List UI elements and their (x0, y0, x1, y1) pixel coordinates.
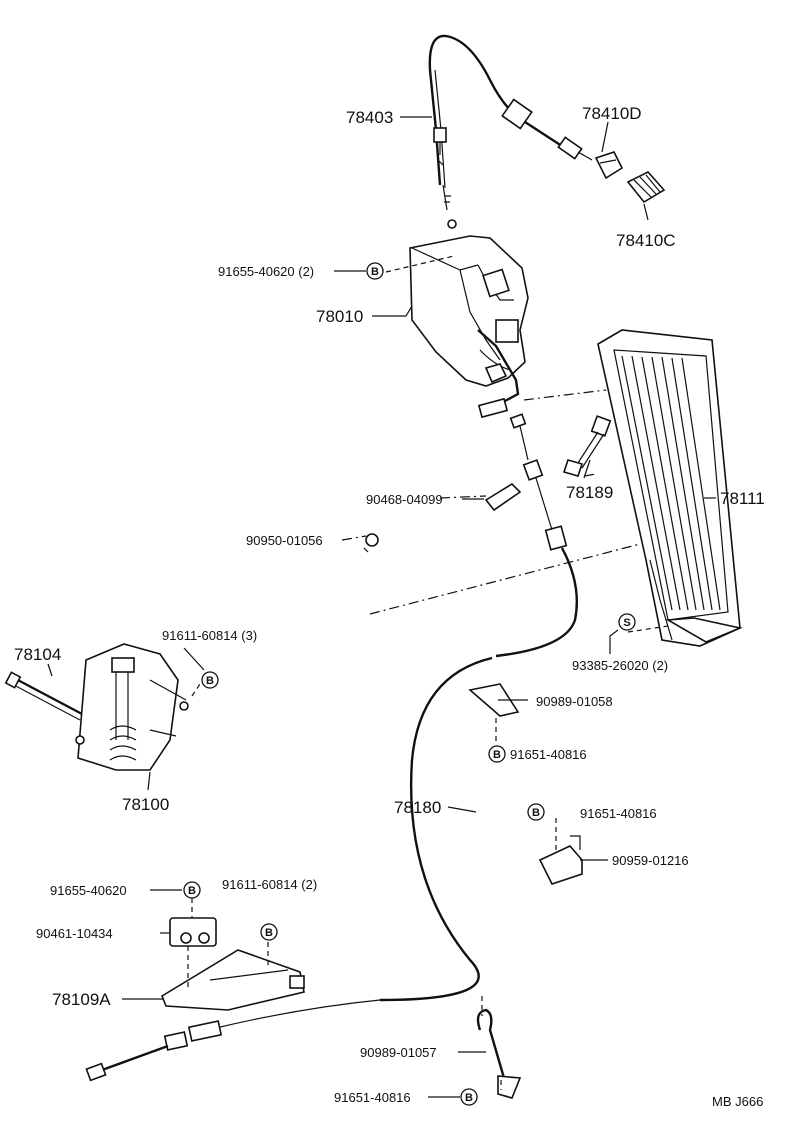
part-90950-01056 (363, 533, 379, 553)
label-90989-01057: 90989-01057 (360, 1045, 437, 1060)
label-90468-04099: 90468-04099 (366, 492, 443, 507)
part-78189-bolt (562, 415, 612, 477)
footer-code: MB J666 (712, 1094, 763, 1109)
part-78410C-cap (626, 171, 666, 204)
label-91611-60814-3: 91611-60814 (3) (162, 628, 257, 643)
svg-text:B: B (188, 885, 196, 897)
svg-text:B: B (265, 927, 273, 939)
label-78010: 78010 (316, 307, 363, 326)
svg-text:B: B (371, 266, 379, 278)
label-90461-10434: 90461-10434 (36, 926, 113, 941)
part-90959-01216-bracket (538, 835, 583, 885)
part-90989-01058-bracket (468, 683, 520, 717)
label-91651-40816-a: 91651-40816 (510, 747, 587, 762)
label-78180: 78180 (394, 798, 441, 817)
part-78111-pedal-pad (597, 329, 743, 647)
label-78403: 78403 (346, 108, 393, 127)
label-78109A: 78109A (52, 990, 111, 1009)
part-90461-10434-clamp (169, 917, 217, 947)
label-78410C: 78410C (616, 231, 676, 250)
label-78100: 78100 (122, 795, 169, 814)
label-90989-01058: 90989-01058 (536, 694, 613, 709)
s-screw-badge: S (618, 613, 636, 631)
svg-text:B: B (465, 1092, 473, 1104)
b-bolt-badge: B (527, 803, 545, 821)
part-78100-assembly (75, 643, 189, 771)
b-bolt-badge: B (488, 745, 506, 763)
label-78104: 78104 (14, 645, 61, 664)
leader-lines (47, 116, 716, 1098)
label-90959-01216: 90959-01216 (612, 853, 689, 868)
part-90468-04099-clip (484, 482, 522, 512)
part-78180-cable (85, 413, 578, 1082)
b-bolt-badge: B (366, 262, 384, 280)
label-93385-26020-2: 93385-26020 (2) (572, 658, 668, 673)
part-78010-bracket (409, 235, 529, 419)
svg-text:B: B (493, 749, 501, 761)
label-91611-60814-2: 91611-60814 (2) (222, 877, 317, 892)
svg-text:B: B (532, 807, 540, 819)
guide-lines (187, 255, 669, 1090)
upper-cable (428, 34, 593, 229)
label-91651-40816-c: 91651-40816 (334, 1090, 411, 1105)
part-labels: 78403 78410D 78410C 91655-40620 (2) 7801… (14, 104, 765, 1109)
part-78104-rod (4, 671, 83, 721)
b-bolt-badge: B (201, 671, 219, 689)
part-78109A-bracket (161, 949, 305, 1011)
label-78189: 78189 (566, 483, 613, 502)
label-78111: 78111 (720, 489, 765, 508)
b-bolt-badge: B (460, 1088, 478, 1106)
part-78410D-clip (594, 151, 624, 180)
label-91655-40620-2: 91655-40620 (2) (218, 264, 314, 279)
label-91655-40620: 91655-40620 (50, 883, 127, 898)
b-bolt-badge: B (260, 923, 278, 941)
part-90989-01057-hook (476, 1008, 522, 1099)
label-91651-40816-b: 91651-40816 (580, 806, 657, 821)
b-bolt-badge: B (183, 881, 201, 899)
label-78410D: 78410D (582, 104, 642, 123)
label-90950-01056: 90950-01056 (246, 533, 323, 548)
svg-text:S: S (623, 617, 630, 629)
svg-text:B: B (206, 675, 214, 687)
